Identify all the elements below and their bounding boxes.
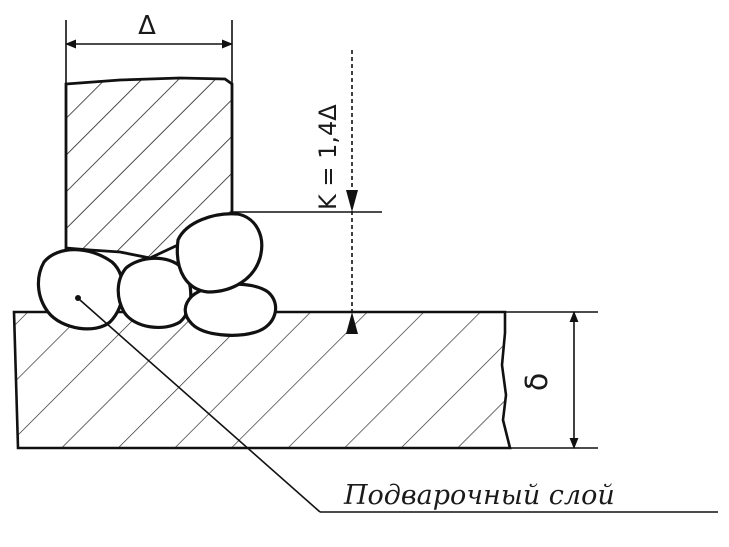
- callout-label: Подварочный слой: [343, 480, 615, 511]
- leg-dimension: K = 1,4Δ: [232, 50, 382, 334]
- leg-dimension-label: K = 1,4Δ: [314, 104, 342, 210]
- thickness-dimension-label: δ: [520, 373, 555, 391]
- weld-bead-bottom: [183, 282, 278, 337]
- base-plate: [12, 310, 512, 450]
- callout-leader: Подварочный слой: [79, 299, 718, 513]
- weld-bead-root: [116, 256, 193, 330]
- gap-dimension: Δ: [64, 11, 234, 84]
- gap-dimension-label: Δ: [138, 11, 156, 41]
- weld-bead-top: [175, 212, 264, 294]
- weld-bead-back: [36, 248, 125, 331]
- thickness-dimension: δ: [505, 310, 598, 450]
- weld-beads: [36, 212, 278, 337]
